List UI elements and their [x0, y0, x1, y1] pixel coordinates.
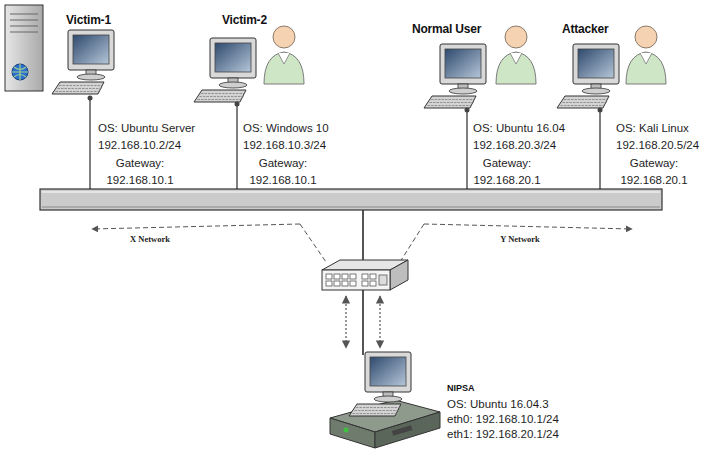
- network-link: [363, 188, 600, 355]
- traffic-arrows: [346, 296, 380, 348]
- host-drop-lines: [90, 98, 600, 192]
- host-node: AttackerOS: Kali Linux 192.168.20.5/24Gat…: [556, 8, 716, 188]
- computer-icon: [349, 352, 411, 416]
- network-label: Y Network: [500, 234, 540, 244]
- node-info: 192.168.20.1: [473, 173, 540, 187]
- sensor-node: NIPSA OS: Ubuntu 16.04.3eth0: 192.168.10.…: [325, 355, 625, 442]
- node-name: Normal User: [412, 22, 481, 36]
- network-label: X Network: [130, 234, 170, 244]
- node-name: Victim-1: [66, 13, 111, 27]
- computer-icon: [52, 30, 114, 94]
- node-info: 192.168.20.5/24: [616, 138, 699, 152]
- computer-icon: [424, 44, 486, 108]
- node-info: OS: Ubuntu Server: [98, 121, 195, 135]
- node-info: 192.168.10.2/24: [98, 138, 181, 152]
- node-info: eth1: 192.168.20.1/24: [447, 427, 559, 441]
- host-node: Victim-2OS: Windows 10 192.168.10.3/24Gat…: [200, 8, 396, 188]
- computer-icon: [557, 44, 619, 108]
- node-info: 192.168.10.1: [249, 173, 316, 187]
- node-info: eth0: 192.168.10.1/24: [447, 412, 559, 426]
- network-bus: [40, 189, 662, 210]
- node-info: 192.168.20.3/24: [473, 138, 556, 152]
- node-info: 192.168.10.3/24: [243, 138, 326, 152]
- node-name: Attacker: [562, 22, 608, 36]
- node-info: OS: Windows 10: [243, 121, 329, 135]
- server-tower: [5, 5, 43, 91]
- node-info: Gateway:: [116, 156, 165, 170]
- host-node: Victim-1OS: Ubuntu Server 192.168.10.2/24…: [0, 8, 196, 188]
- node-info: Gateway:: [483, 156, 532, 170]
- network-arrows: [92, 224, 632, 262]
- computer-icon: [194, 38, 256, 102]
- user-icon: [626, 26, 666, 84]
- host-node: Normal UserOS: Ubuntu 16.04192.168.20.3/…: [405, 8, 555, 188]
- node-info: 192.168.10.1: [106, 173, 173, 187]
- node-name: Victim-2: [222, 13, 267, 27]
- switch-icon: [322, 260, 408, 290]
- node-info: 192.168.20.1: [620, 173, 687, 187]
- user-icon: [496, 26, 536, 84]
- node-info: OS: Ubuntu 16.04: [473, 121, 565, 135]
- node-info: OS: Kali Linux: [616, 121, 689, 135]
- node-name: NIPSA: [447, 381, 475, 395]
- node-info: Gateway:: [259, 156, 308, 170]
- user-icon: [264, 26, 304, 84]
- drop-dots: [88, 96, 603, 113]
- node-info: OS: Ubuntu 16.04.3: [447, 397, 549, 411]
- node-info: Gateway:: [630, 156, 679, 170]
